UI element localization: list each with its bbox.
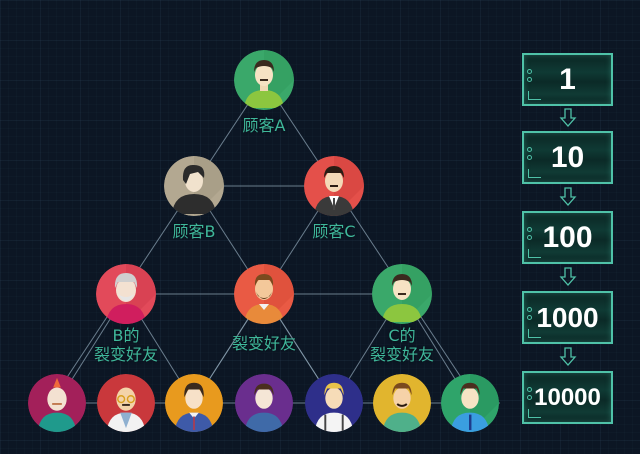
growth-step-value: 1000 bbox=[536, 301, 599, 333]
customer-a-label: 顾客A bbox=[242, 116, 286, 135]
growth-step-value: 10 bbox=[550, 140, 585, 174]
growth-step-1: 1 bbox=[522, 53, 613, 106]
bottom-avatar-4 bbox=[235, 374, 293, 432]
customer-b-avatar bbox=[164, 156, 224, 216]
growth-step-5: 10000 bbox=[522, 371, 613, 424]
person-icon bbox=[28, 374, 86, 432]
down-arrow-icon bbox=[559, 187, 577, 206]
person-icon bbox=[305, 374, 363, 432]
bottom-avatar-1 bbox=[28, 374, 86, 432]
person-icon bbox=[164, 156, 224, 216]
person-icon bbox=[234, 264, 294, 324]
person-icon bbox=[165, 374, 223, 432]
person-icon bbox=[96, 264, 156, 324]
growth-step-value: 100 bbox=[542, 220, 593, 254]
corner-decoration bbox=[528, 329, 541, 338]
c-friend-label: C的 裂变好友 bbox=[370, 326, 434, 364]
corner-decoration bbox=[528, 409, 541, 418]
customer-a-avatar bbox=[234, 50, 294, 110]
bottom-avatar-2 bbox=[97, 374, 155, 432]
person-icon bbox=[372, 264, 432, 324]
c-friend-label-line1: C的 bbox=[388, 326, 416, 345]
customer-c-label: 顾客C bbox=[312, 222, 356, 241]
b-friend-label: B的 裂变好友 bbox=[94, 326, 158, 364]
bottom-avatar-7 bbox=[441, 374, 499, 432]
shared-friend-label: 裂变好友 bbox=[231, 334, 297, 353]
dots-decoration bbox=[527, 227, 532, 243]
person-icon bbox=[97, 374, 155, 432]
growth-step-3: 100 bbox=[522, 211, 613, 264]
person-icon bbox=[441, 374, 499, 432]
person-icon bbox=[235, 374, 293, 432]
bottom-avatar-3 bbox=[165, 374, 223, 432]
bottom-avatar-6 bbox=[373, 374, 431, 432]
corner-decoration bbox=[528, 249, 541, 258]
down-arrow-icon bbox=[559, 347, 577, 366]
c-friend-avatar bbox=[372, 264, 432, 324]
b-friend-label-line2: 裂变好友 bbox=[93, 345, 159, 364]
b-friend-label-line1: B的 bbox=[112, 326, 140, 345]
shared-friend-avatar bbox=[234, 264, 294, 324]
person-icon bbox=[373, 374, 431, 432]
person-icon bbox=[304, 156, 364, 216]
corner-decoration bbox=[528, 169, 541, 178]
growth-step-2: 10 bbox=[522, 131, 613, 184]
bottom-avatar-5 bbox=[305, 374, 363, 432]
person-icon bbox=[234, 50, 294, 110]
dots-decoration bbox=[527, 147, 532, 163]
corner-decoration bbox=[528, 91, 541, 100]
dots-decoration bbox=[527, 387, 532, 403]
customer-b-label: 顾客B bbox=[172, 222, 216, 241]
customer-c-avatar bbox=[304, 156, 364, 216]
growth-step-value: 1 bbox=[559, 62, 576, 96]
growth-step-value: 10000 bbox=[534, 383, 601, 411]
dots-decoration bbox=[527, 307, 532, 323]
b-friend-avatar bbox=[96, 264, 156, 324]
growth-step-4: 1000 bbox=[522, 291, 613, 344]
dots-decoration bbox=[527, 69, 532, 85]
down-arrow-icon bbox=[559, 267, 577, 286]
down-arrow-icon bbox=[559, 108, 577, 127]
c-friend-label-line2: 裂变好友 bbox=[369, 345, 435, 364]
